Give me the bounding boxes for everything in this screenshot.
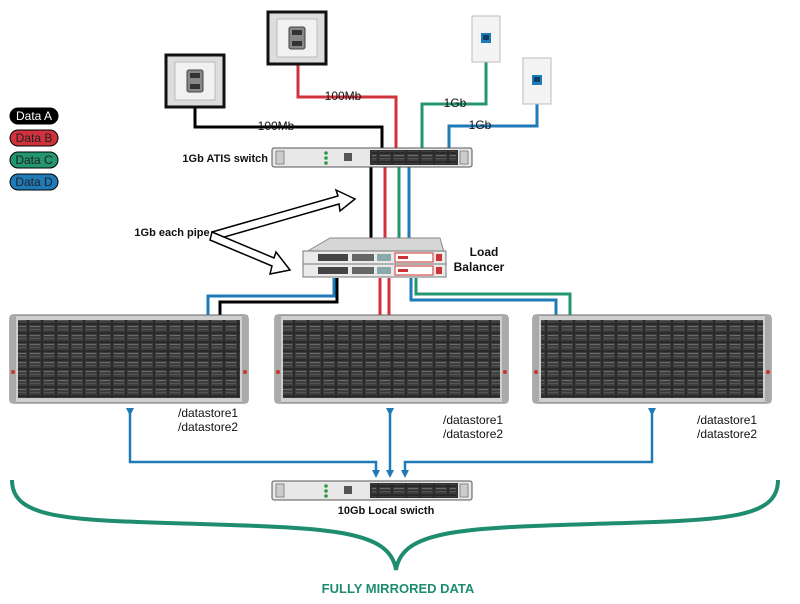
storage-server-3 — [532, 314, 772, 404]
atis-switch-label: 1Gb ATIS switch — [182, 153, 268, 165]
pipe-arrow-upper — [211, 188, 357, 241]
server-2-datastore2: /datastore2 — [443, 427, 503, 441]
load-balancer-label-line2: Balancer — [454, 260, 505, 274]
load-balancer — [302, 237, 447, 278]
cable-10gb-server-3 — [401, 408, 656, 478]
server-3-datastore2: /datastore2 — [697, 427, 757, 441]
cable-data-d-server-1 — [206, 278, 336, 318]
server-3-datastore1: /datastore1 — [697, 413, 757, 427]
legend-item-data-b: Data B — [9, 129, 59, 147]
pipes-label: 1Gb each pipe — [134, 227, 209, 239]
cables-10gb — [126, 408, 656, 478]
cable-data-a-server-1 — [218, 278, 339, 318]
server-1-datastore2: /datastore2 — [178, 420, 238, 434]
legend-item-data-a: Data A — [9, 107, 59, 125]
server-1-datastore1: /datastore1 — [178, 406, 238, 420]
legend-item-data-d: Data D — [9, 173, 59, 191]
link-speed-data-a: 100Mb — [258, 119, 295, 133]
load-balancer-label-line1: Load — [470, 245, 499, 259]
legend: Data A Data B Data C Data D — [9, 107, 59, 191]
mirror-brace — [10, 479, 780, 571]
pipe-arrow-lower — [209, 230, 292, 275]
legend-label-data-d: Data D — [15, 175, 53, 189]
link-speed-data-c: 1Gb — [444, 96, 467, 110]
legend-item-data-c: Data C — [9, 151, 59, 169]
cable-data-a-uplink — [193, 105, 384, 150]
legend-label-data-a: Data A — [16, 109, 52, 123]
wall-jack-data-b — [266, 10, 328, 66]
legend-label-data-c: Data C — [15, 153, 53, 167]
ethernet-port-data-d — [522, 57, 552, 105]
link-speed-data-d: 1Gb — [469, 118, 492, 132]
local-switch — [271, 480, 473, 501]
pipe-arrows — [209, 188, 357, 275]
storage-server-2 — [274, 314, 509, 404]
local-switch-label: 10Gb Local swicth — [338, 505, 435, 517]
cable-data-c-uplink — [420, 62, 488, 150]
link-speed-data-b: 100Mb — [325, 89, 362, 103]
cable-data-d-uplink — [447, 104, 539, 150]
ethernet-port-data-c — [471, 15, 501, 63]
cable-data-b-uplink — [296, 62, 398, 150]
storage-server-1 — [9, 314, 249, 404]
legend-label-data-b: Data B — [16, 131, 53, 145]
cable-data-c-server-3 — [414, 278, 572, 318]
atis-switch — [271, 147, 473, 168]
mirrored-data-label: FULLY MIRRORED DATA — [322, 581, 475, 596]
wall-jack-data-a — [164, 53, 226, 109]
server-2-datastore1: /datastore1 — [443, 413, 503, 427]
cables-lb-to-servers — [206, 278, 572, 318]
cable-data-d-server-3 — [409, 278, 558, 318]
cable-10gb-server-1 — [126, 408, 380, 478]
